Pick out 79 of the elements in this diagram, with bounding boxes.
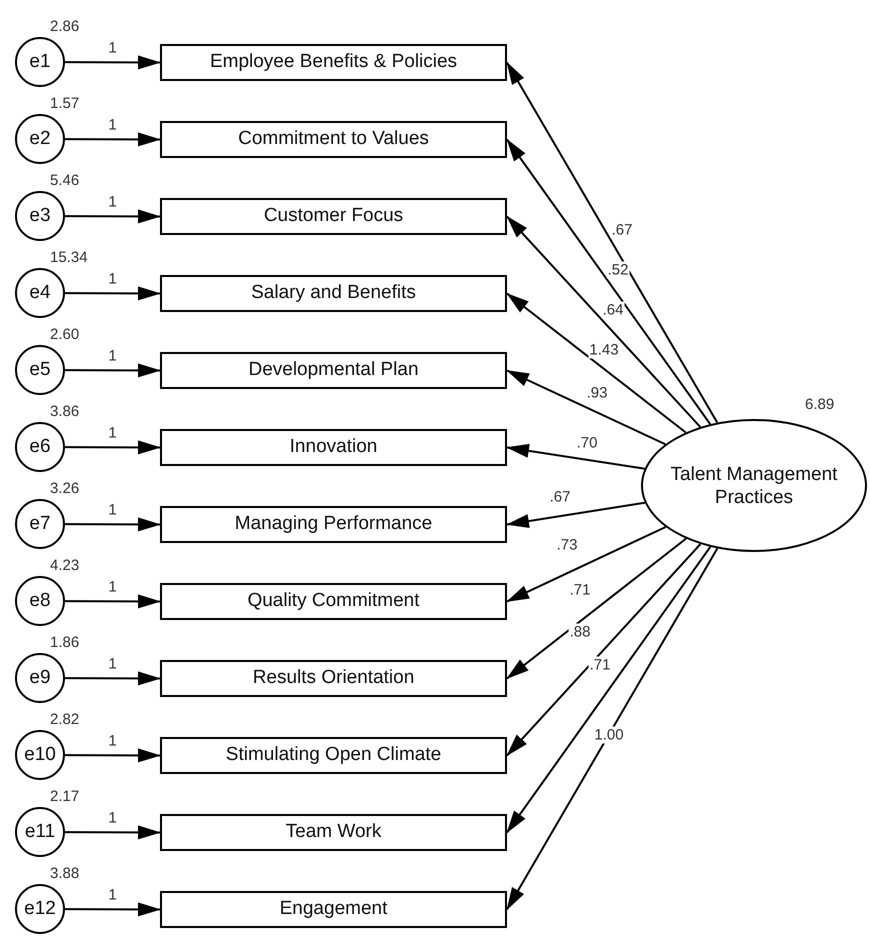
variance-label: 3.26 [50,480,80,498]
indicator-box [160,660,507,697]
path-arrow [65,902,161,916]
node-label: Employee Benefits & Policies [210,50,458,74]
path-arrow [506,502,646,528]
path-arrow [65,209,161,224]
variance-label: 2.82 [50,711,80,729]
indicator-box [160,198,507,235]
path-arrow [506,526,666,602]
indicator-box [160,737,507,774]
variance-label: 2.17 [50,788,80,806]
node-label: e1 [29,50,51,74]
variance-label: 4.23 [50,557,80,575]
path-arrow [506,548,718,910]
path-arrow [65,594,161,608]
variance-label: 3.86 [50,403,80,421]
node-label: e9 [29,666,51,690]
node-label: Commitment to Values [238,127,429,152]
variance-label: 2.60 [50,326,80,344]
indicator-box [160,44,507,81]
node-label: Salary and Benefits [251,281,416,306]
node-label: Results Orientation [252,666,414,690]
path-arrow [65,132,161,146]
node-label: e12 [24,896,56,921]
path-arrow [506,444,645,470]
edge-label: 1.43 [588,342,620,358]
node-label: Talent Management Practices [670,462,838,508]
node-label: e7 [29,512,51,536]
indicator-box [160,583,507,620]
node-label: e5 [29,358,51,382]
path-arrow [506,546,712,834]
node-label: e4 [29,280,51,305]
indicator-box [160,352,507,389]
node-label: Quality Commitment [247,589,420,614]
node-label: e10 [24,742,56,767]
path-arrow [65,517,161,532]
path-arrow [506,292,686,434]
node-label: Stimulating Open Climate [226,743,442,768]
node-label: Customer Focus [264,204,404,228]
variance-label: 3.88 [50,865,80,883]
edge-label: .67 [610,222,634,238]
variance-label: 1.57 [50,95,80,113]
variance-label: 1.86 [50,634,80,652]
node-label: e11 [24,820,56,844]
path-arrow [506,370,666,446]
path-arrow [65,748,161,762]
node-label: Engagement [280,897,388,922]
variance-label: 15.34 [50,249,88,267]
node-label: Managing Performance [234,512,432,536]
path-arrow [65,671,161,686]
node-label: e2 [29,126,51,151]
indicator-box [160,891,507,928]
path-arrow [65,55,161,70]
path-arrow [65,363,161,378]
node-label: Developmental Plan [248,358,419,382]
node-label: e8 [29,588,51,613]
edge-label: .52 [606,262,630,278]
path-arrow [506,216,702,428]
path-arrow [506,62,718,424]
path-arrow [506,538,687,680]
path-arrow [506,543,702,756]
edge-label: .64 [602,302,624,318]
indicator-box [160,429,507,466]
path-arrow [65,440,161,454]
path-arrow [65,286,161,300]
path-arrow [65,825,161,840]
node-label: e3 [29,204,51,228]
indicator-box [160,506,507,543]
indicator-box [160,121,507,158]
indicator-box [160,275,507,312]
variance-label: 6.89 [805,396,834,414]
node-label: e6 [29,434,51,459]
edge-label: 1.00 [593,726,625,744]
node-label: Innovation [290,435,378,460]
variance-label: 2.86 [50,18,80,36]
path-arrow [506,138,712,425]
node-label: Team Work [286,820,382,844]
indicator-box [160,814,507,851]
variance-label: 5.46 [50,172,80,190]
